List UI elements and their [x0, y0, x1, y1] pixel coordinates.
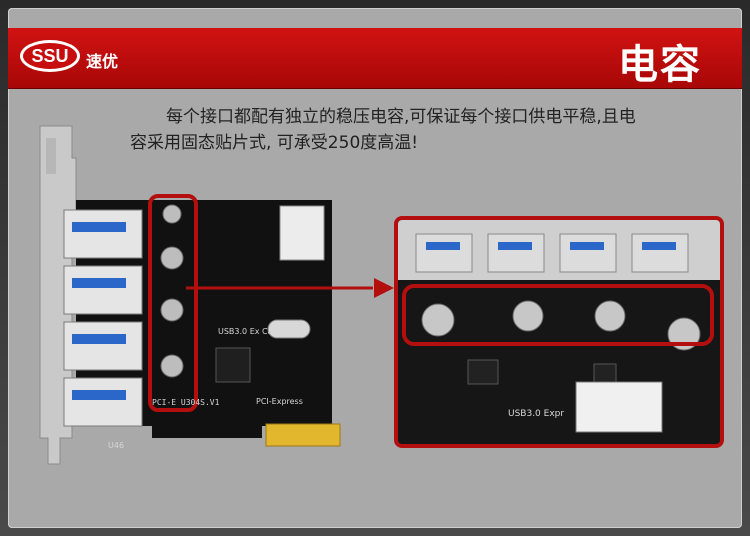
zoom-board-text: USB3.0 Expr: [508, 409, 564, 419]
board-text-u46: U46: [108, 441, 124, 450]
board-text-model: PCI-E U304S.V1: [152, 398, 220, 407]
content-panel: SSU 速优 电容 每个接口都配有独立的稳压电容,可保证每个接口供电平稳,且电 …: [8, 8, 742, 528]
brand-logo-text: SSU: [31, 46, 68, 66]
page-title: 电容: [618, 42, 702, 88]
board-text-pci-express: PCI-Express: [256, 397, 303, 406]
zoom-capacitors: [421, 300, 701, 351]
brand-subtitle: 速优: [86, 52, 119, 71]
usb-ports: [63, 209, 143, 427]
section-header: SSU 速优 电容: [8, 28, 742, 88]
zoom-capacitor-highlight: [402, 284, 714, 346]
board-text-usb-card: USB3.0 Ex Card: [218, 327, 281, 336]
capacitors: [160, 204, 184, 378]
zoom-detail-image: USB3.0 Expr: [394, 216, 724, 448]
description-line-2: 容采用固态贴片式, 可承受250度高温!: [130, 133, 419, 153]
capacitor-highlight: [148, 194, 198, 412]
product-image: USB3.0 Ex Card PCI-E U304S.V1 PCI-Expres…: [32, 118, 372, 488]
brand-logo: SSU: [18, 36, 82, 76]
feature-description: 每个接口都配有独立的稳压电容,可保证每个接口供电平稳,且电 容采用固态贴片式, …: [130, 104, 720, 156]
description-line-1: 每个接口都配有独立的稳压电容,可保证每个接口供电平稳,且电: [166, 107, 636, 127]
callout-arrow: [186, 278, 394, 298]
